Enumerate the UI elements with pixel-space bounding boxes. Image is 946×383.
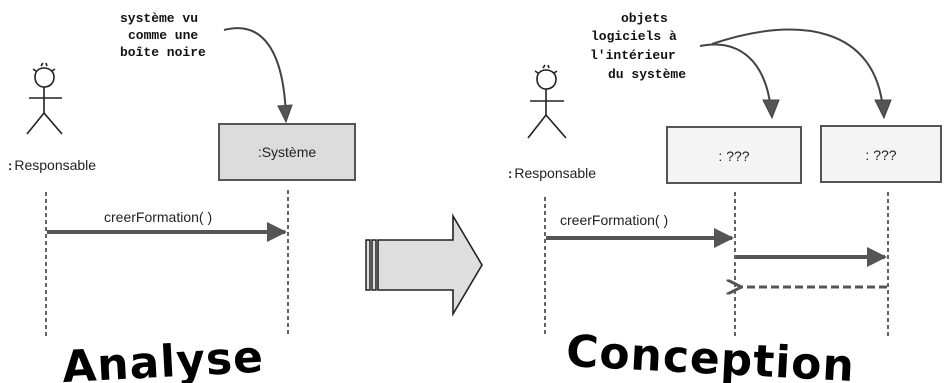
conception-note-line-4: du système [608, 67, 686, 82]
conception-panel: objets logiciels à l'intérieur du systèm… [508, 11, 942, 383]
analyse-actor-label: :Responsable [8, 157, 96, 173]
conception-note-pointer-1 [699, 43, 772, 111]
conception-actor-label: :Responsable [508, 165, 596, 181]
conception-note-line-1: objets [621, 11, 668, 26]
analyse-note-line-1: système vu [120, 11, 198, 26]
conception-title: Conception [565, 326, 856, 383]
conception-object-box-2 [820, 125, 942, 183]
analyse-note-line-2: comme une [128, 28, 198, 43]
conception-note-pointer-2 [711, 28, 884, 111]
conception-note-line-2: logiciels à [591, 29, 677, 44]
conception-object-label-1: : ??? [718, 148, 749, 164]
analyse-note-pointer [223, 27, 287, 119]
analyse-panel: système vu comme une boîte noire :Respon… [8, 11, 356, 383]
conception-note-line-3: l'intérieur [590, 48, 676, 63]
conception-message-label: creerFormation( ) [560, 212, 668, 228]
conception-object-box-1 [666, 126, 802, 184]
conception-note-arrowhead-1 [762, 99, 780, 120]
analyse-note-arrowhead [277, 104, 293, 124]
transition-arrow [365, 213, 483, 317]
conception-actor-icon [527, 64, 567, 139]
conception-note-arrowhead-2 [874, 99, 892, 120]
conception-object-label-2: : ??? [865, 147, 896, 163]
analyse-system-box [218, 123, 356, 181]
analyse-system-label: :Système [258, 144, 317, 160]
analyse-title: Analyse [61, 332, 265, 383]
analyse-note-line-3: boîte noire [120, 45, 206, 60]
analyse-message-label: creerFormation( ) [104, 209, 212, 225]
analyse-actor-icon [26, 62, 63, 135]
